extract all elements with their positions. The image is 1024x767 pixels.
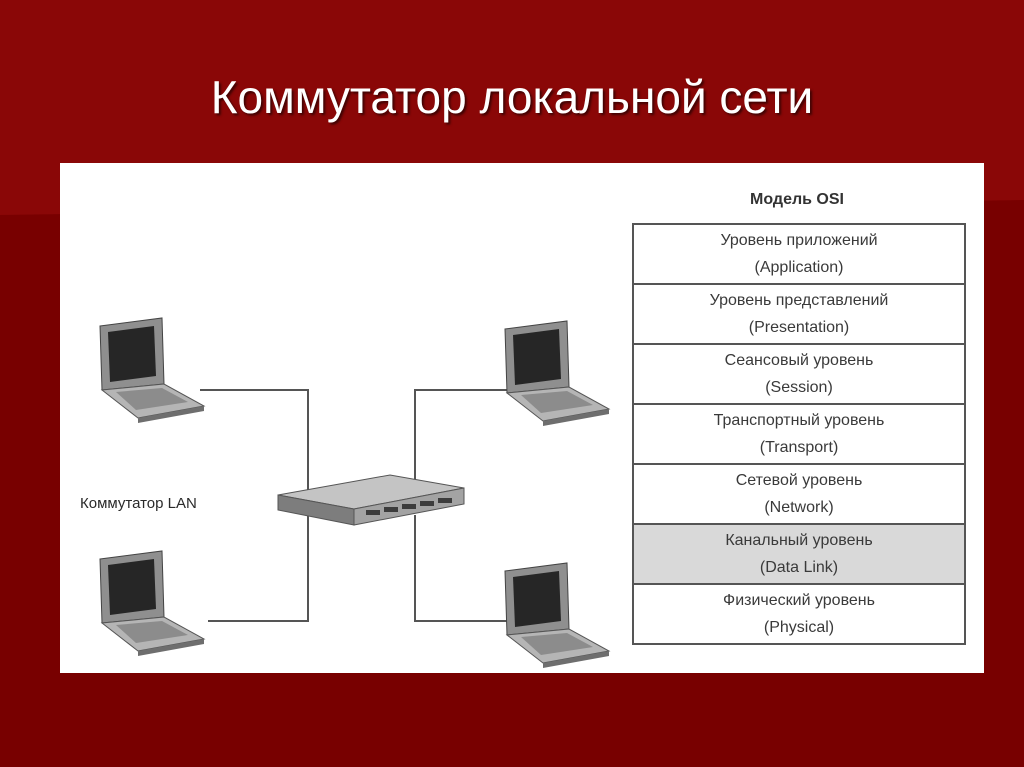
osi-layer-name: Транспортный уровень [714,407,885,434]
osi-layer-name: Уровень приложений [720,227,877,254]
laptop-icon [100,318,204,423]
laptop-icon [100,551,204,656]
switch-label: Коммутатор LAN [80,495,197,512]
link-bottom-right [415,515,508,621]
osi-layer-english: (Session) [765,374,833,401]
osi-layer-name: Физический уровень [723,587,875,614]
osi-layer-name: Сетевой уровень [736,467,863,494]
osi-layer-presentation: Уровень представлений (Presentation) [634,285,964,345]
network-topology [60,163,620,673]
osi-layer-application: Уровень приложений (Application) [634,225,964,285]
osi-layer-physical: Физический уровень (Physical) [634,585,964,643]
osi-layer-session: Сеансовый уровень (Session) [634,345,964,405]
osi-layer-english: (Data Link) [760,554,838,581]
osi-layer-english: (Application) [755,254,844,281]
osi-layer-english: (Network) [764,494,833,521]
link-bottom-left [208,515,308,621]
osi-layer-data-link: Канальный уровень (Data Link) [634,525,964,585]
laptop-icon [505,321,609,426]
osi-layer-name: Уровень представлений [710,287,889,314]
link-top-left [200,390,308,499]
network-diagram-figure: Коммутатор LAN Модель OSI Уровень прилож… [60,163,984,673]
network-switch-icon [278,475,464,525]
osi-layer-english: (Transport) [760,434,839,461]
osi-layers-table: Уровень приложений (Application) Уровень… [632,223,966,645]
osi-layer-transport: Транспортный уровень (Transport) [634,405,964,465]
osi-layer-english: (Physical) [764,614,834,641]
osi-layer-english: (Presentation) [749,314,850,341]
osi-layer-name: Канальный уровень [725,527,872,554]
laptop-icon [505,563,609,668]
osi-model-title: Модель OSI [632,191,962,209]
osi-layer-network: Сетевой уровень (Network) [634,465,964,525]
slide-title: Коммутатор локальной сети [0,62,1024,132]
osi-layer-name: Сеансовый уровень [725,347,874,374]
